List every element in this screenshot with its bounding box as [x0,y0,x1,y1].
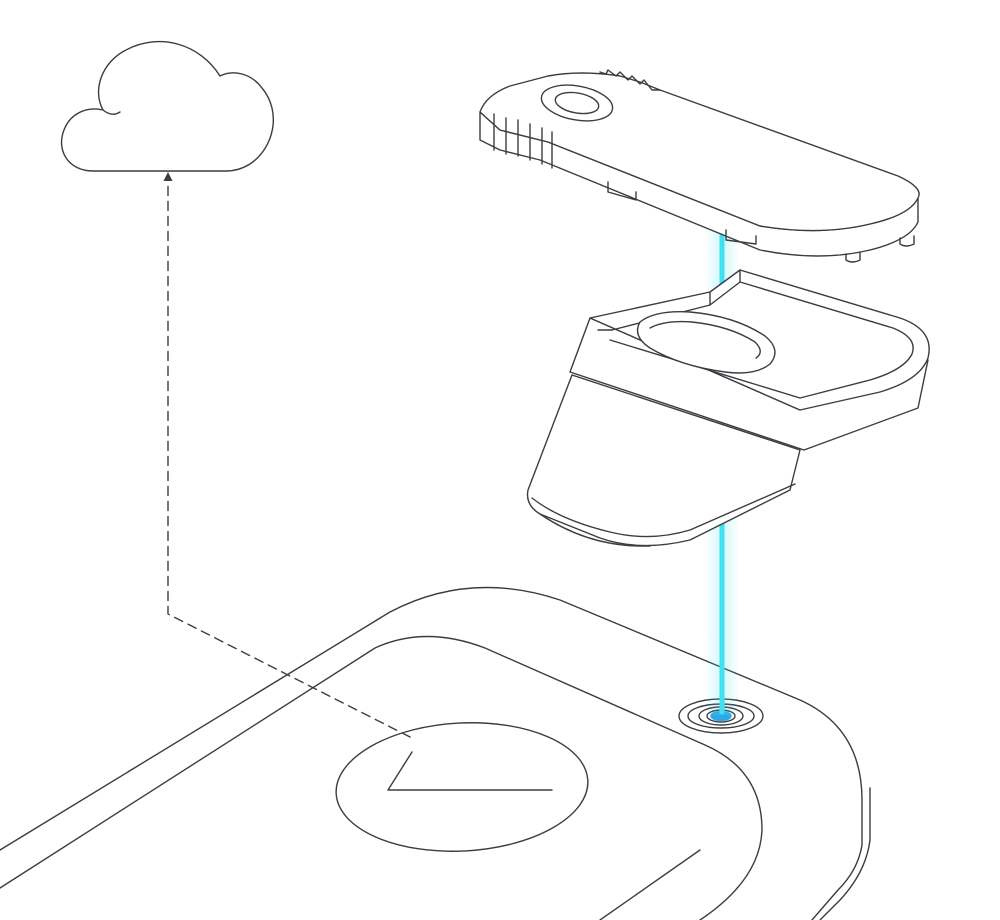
housing-lower-body [526,374,801,547]
base-plate-side-edge [819,787,871,920]
top-cover-foot-right [899,235,915,247]
cloud-connector [163,172,411,738]
top-cover-hole-outer [540,84,614,122]
base-plate-inner-panel-bottom [599,849,701,920]
cloud-inner-curve [102,109,121,115]
arrow-head-icon [163,172,173,181]
housing-socket [636,311,776,374]
sensor-housing [526,269,930,547]
top-cover-hole-inner [554,91,600,115]
cloud-icon [60,41,275,172]
base-plate [0,586,871,920]
top-cover-ridges [493,113,553,169]
top-cover-tab-center [725,229,757,245]
housing-collar-inner [609,281,914,399]
play-triangle-icon [387,751,553,791]
cloud-outline [60,41,275,172]
top-cover-foot-center [845,251,861,263]
top-cover [479,69,920,263]
base-button-ring [335,722,589,852]
base-plate-inner-panel [0,635,763,920]
top-cover-tab-left [607,181,637,201]
base-plate-outer-edge [0,586,863,920]
dashed-arrow-line [167,181,411,738]
base-button[interactable] [333,716,591,857]
